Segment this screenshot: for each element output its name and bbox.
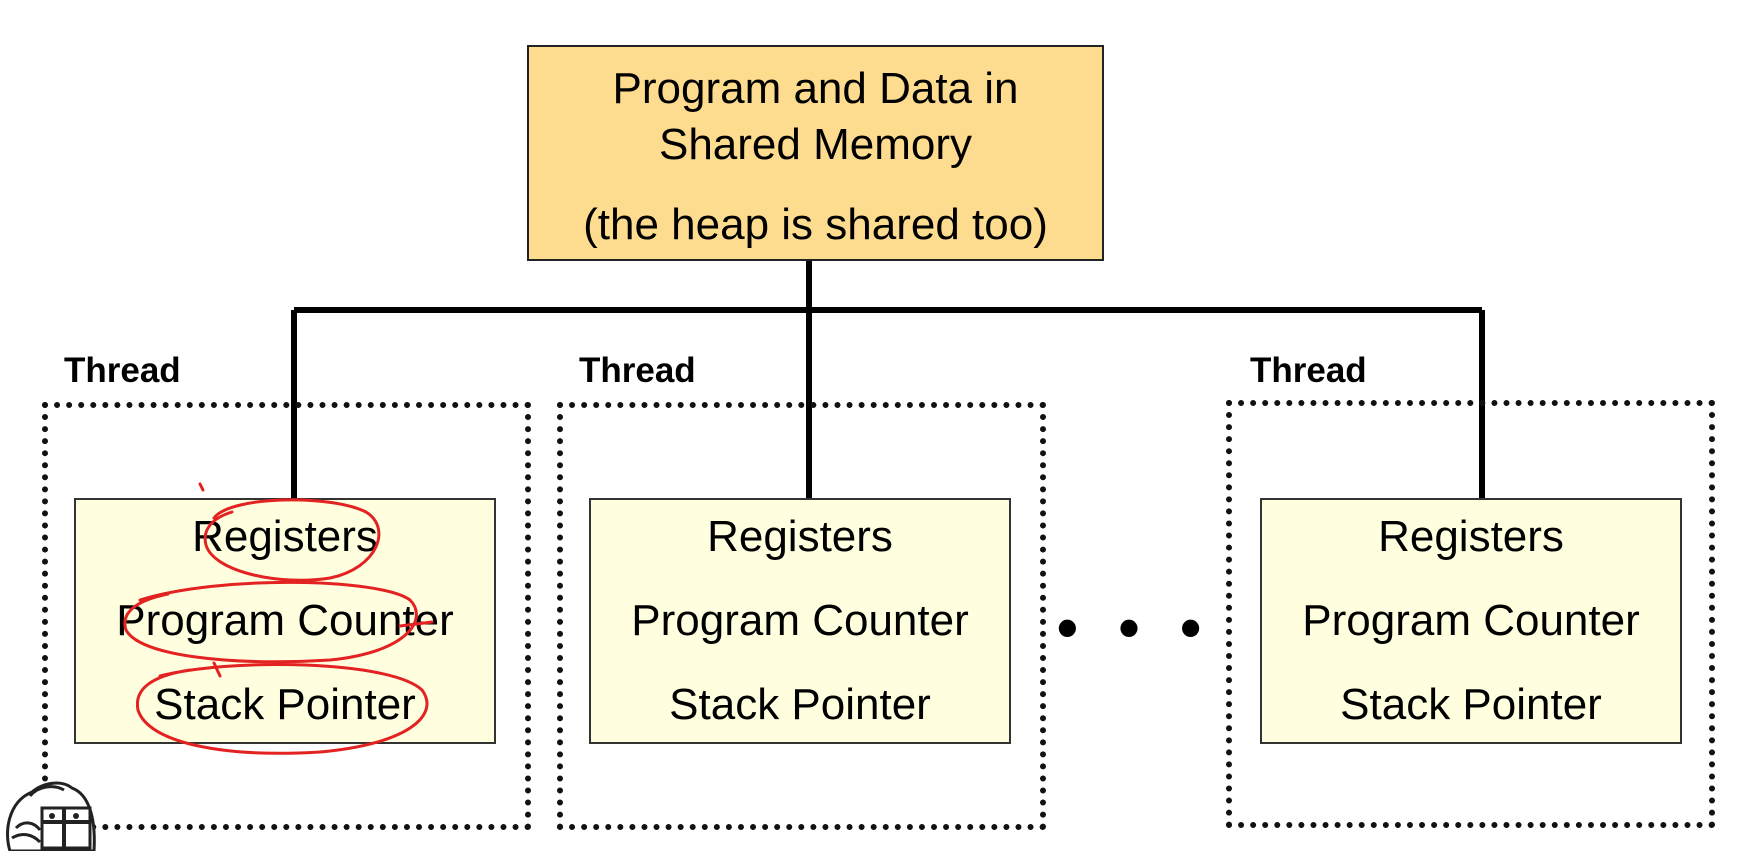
shared-memory-title-line1: Program and Data in [612,64,1019,113]
thread-label-2: Thread [579,351,696,390]
thread-state-box-3: Registers Program Counter Stack Pointer [1260,498,1682,744]
thread-state-box-1: Registers Program Counter Stack Pointer [74,498,496,744]
registers-label: Registers [1378,512,1564,561]
circle-stack-pointer-annotation [135,662,429,755]
program-counter-label: Program Counter [1302,596,1640,645]
shared-memory-title-line2: Shared Memory [658,120,972,169]
program-counter-label: Program Counter [116,596,454,645]
thread-label-3: Thread [1250,351,1367,390]
stack-pointer-label: Stack Pointer [669,680,931,729]
shared-memory-title: Program and Data in Shared Memory [529,61,1102,173]
program-counter-label: Program Counter [631,596,969,645]
circle-program-counter-annotation [123,580,434,664]
thread-frame-2 [557,402,1046,830]
shared-memory-box: Program and Data in Shared Memory (the h… [527,45,1104,261]
circle-registers-annotation [203,498,381,582]
stack-pointer-label: Stack Pointer [154,680,416,729]
registers-label: Registers [192,512,378,561]
stack-pointer-label: Stack Pointer [1340,680,1602,729]
registers-label: Registers [707,512,893,561]
thread-label-1: Thread [64,351,181,390]
thread-state-box-2: Registers Program Counter Stack Pointer [589,498,1011,744]
thread-frame-3 [1226,400,1715,828]
university-crest-icon [6,781,96,851]
annotation-tick [198,482,222,678]
shared-memory-subtitle: (the heap is shared too) [583,200,1048,249]
ellipsis-text: • • • [1057,594,1213,661]
thread-frame-1 [42,402,531,830]
